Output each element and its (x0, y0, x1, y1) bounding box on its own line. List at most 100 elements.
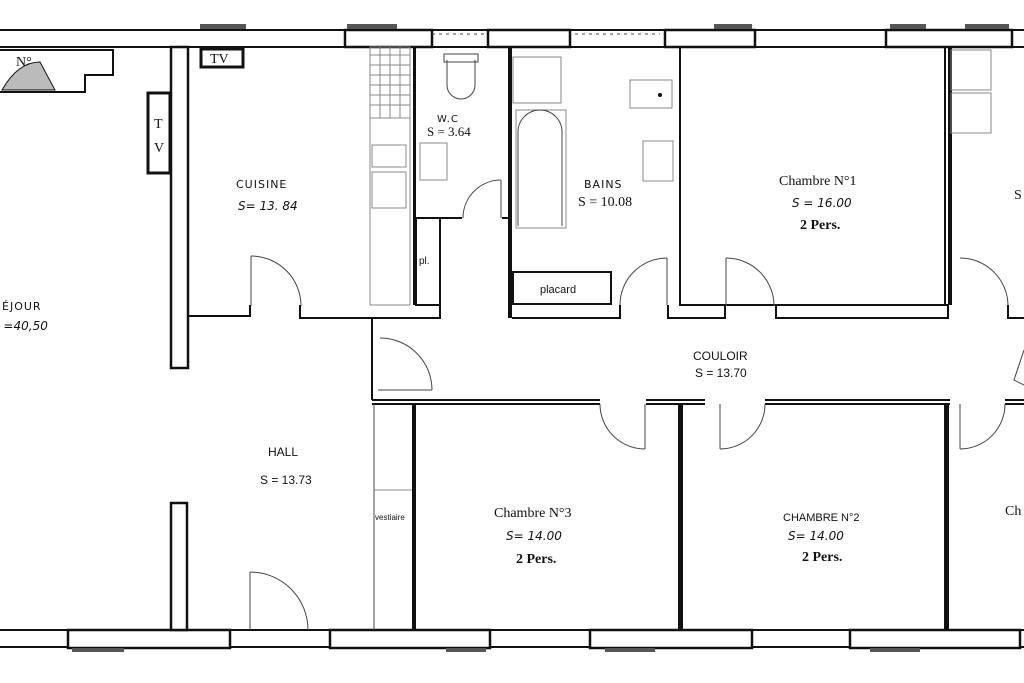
chambre-2-capacity: 2 Pers. (802, 550, 842, 565)
plan-line (714, 24, 752, 29)
bains-name: BAINS (584, 178, 623, 191)
plan-line (619, 257, 668, 306)
bains-room: placard BAINS S = 10.08 (512, 56, 726, 319)
plan-line (188, 305, 251, 317)
plan-line (948, 47, 952, 305)
plan-line (512, 56, 562, 104)
plan-line (605, 648, 655, 652)
tv-side-label-t: T (154, 117, 163, 132)
wc-room: W.C S = 3.64 pl. (415, 47, 512, 318)
plan-line (508, 47, 512, 318)
plan-line (944, 404, 949, 630)
chambre-1-name: Chambre N°1 (779, 174, 857, 189)
fireplace-label: N° (16, 55, 32, 70)
right-room: S (948, 47, 1024, 319)
plan-line (250, 255, 302, 307)
couloir: COULOIR S = 13.70 (371, 318, 1024, 450)
plan-line (950, 49, 992, 91)
plan-line (965, 24, 1009, 29)
couloir-area: S = 13.70 (695, 366, 747, 380)
sejour-area: S =40,50 (0, 319, 48, 333)
chambre-3-capacity: 2 Pers. (516, 552, 556, 567)
chambre-3-name: Chambre N°3 (494, 506, 572, 521)
plan-line (512, 305, 621, 319)
chambre-2-room: CHAMBRE N°2 S= 14.00 2 Pers. Ch (678, 404, 1021, 630)
plan-line (328, 628, 492, 650)
plan-line (950, 92, 992, 134)
placard-pl-label: pl. (419, 256, 430, 267)
placard-label: placard (540, 284, 576, 296)
chambre-2-name: CHAMBRE N°2 (783, 512, 860, 524)
plan-line (0, 49, 114, 93)
plan-line (642, 140, 674, 182)
plan-line (486, 28, 572, 49)
plan-line (462, 179, 502, 219)
plan-line (379, 337, 433, 391)
hall: HALL S = 13.73 (169, 445, 312, 632)
plan-line (959, 257, 1009, 307)
plan-line (1013, 349, 1024, 386)
plan-line (890, 24, 926, 29)
chambre-1-capacity: 2 Pers. (800, 218, 840, 233)
tv-side-label-v: V (154, 141, 164, 156)
plan-line (775, 304, 949, 319)
vestiaire-label: vestiaire (375, 513, 405, 522)
top-exterior-wall (0, 24, 1024, 49)
plan-line (72, 648, 124, 652)
chambre-2-area: S= 14.00 (788, 529, 844, 543)
plan-line (446, 60, 476, 100)
plan-line (200, 24, 246, 29)
plan-line (413, 47, 416, 305)
plan-line (66, 628, 232, 650)
tv-top-label: TV (210, 52, 229, 67)
chambre-3-area: S= 14.00 (506, 529, 562, 543)
tv-side (146, 91, 172, 175)
plan-line (512, 271, 612, 305)
plan-line (419, 142, 448, 181)
plan-line (446, 648, 486, 652)
plan-line (719, 403, 766, 450)
kitchen-counter-grid (370, 47, 410, 209)
hall-area: S = 13.73 (260, 473, 312, 487)
cuisine-room: TV CUISINE S= 13. 84 (188, 46, 441, 319)
right-room-area: S (1014, 188, 1022, 203)
chambre-1-area: S = 16.00 (792, 196, 852, 210)
plan-line (347, 24, 397, 29)
wc-area: S = 3.64 (427, 124, 471, 139)
chambre-1-room: Chambre N°1 S = 16.00 2 Pers. (679, 46, 949, 319)
plan-line (169, 501, 189, 632)
plan-line (415, 217, 441, 306)
plan-line (371, 171, 407, 209)
plan-line (412, 404, 416, 630)
plan-line (848, 628, 1022, 650)
chambre-3-room: vestiaire Chambre N°3 S= 14.00 2 Pers. (373, 404, 572, 630)
plan-line (663, 28, 757, 49)
plan-line (371, 144, 407, 168)
cuisine-name: CUISINE (236, 178, 287, 191)
couloir-name: COULOIR (693, 349, 748, 363)
plan-line (725, 257, 775, 307)
bains-area: S = 10.08 (578, 195, 632, 210)
wc-name: W.C (437, 114, 459, 125)
plan-line (884, 28, 1014, 49)
sejour-name: ÉJOUR (2, 300, 42, 313)
plan-line (515, 109, 567, 229)
plan-line (959, 403, 1006, 450)
tv-top (199, 47, 245, 69)
plan-line (249, 571, 309, 631)
plan-line (299, 305, 441, 319)
plan-line (667, 305, 726, 319)
plan-line (678, 404, 683, 630)
plan-line (870, 648, 920, 652)
plan-line (517, 109, 563, 226)
plan-line (1007, 305, 1024, 319)
plan-line (343, 28, 434, 49)
right-bottom-room-name: Ch (1005, 504, 1021, 519)
sejour-partition-wall (169, 45, 190, 370)
plan-line (443, 53, 479, 63)
cuisine-area: S= 13. 84 (238, 199, 298, 213)
plan-line (629, 79, 673, 109)
plan-line (599, 403, 646, 450)
hall-name: HALL (268, 445, 298, 459)
